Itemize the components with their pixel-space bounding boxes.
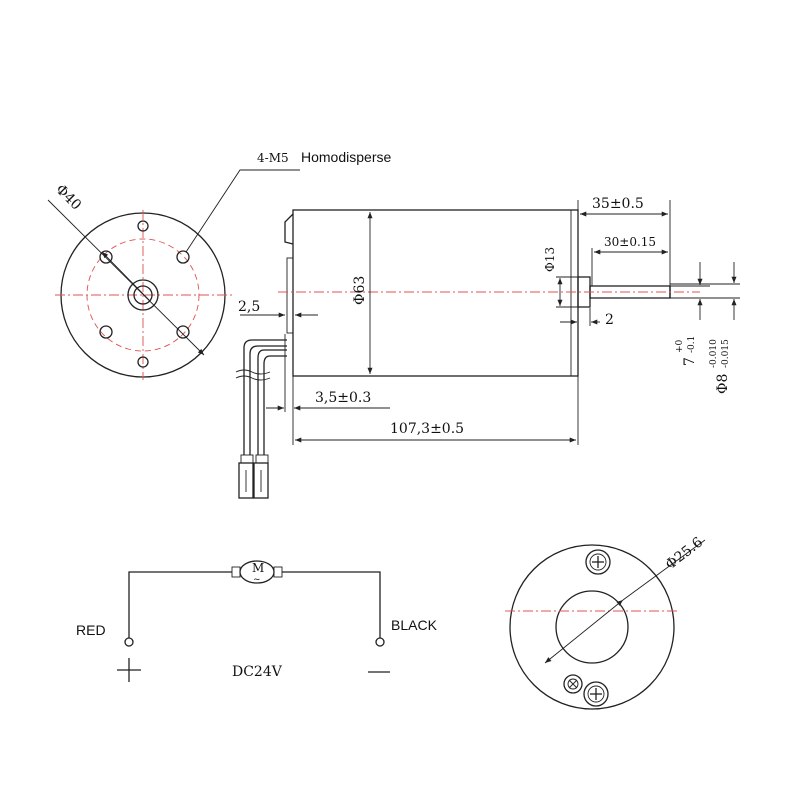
- dim-7-label: 7: [682, 357, 698, 366]
- front-view: Φ40 4-M5 Homodisperse: [47, 149, 391, 380]
- thread-note: Homodisperse: [301, 149, 391, 165]
- front-hole: [137, 356, 149, 368]
- dim-2-label: 2: [605, 312, 614, 328]
- screw: [585, 549, 611, 575]
- dim-8-tol-top: -0.010: [709, 339, 719, 368]
- thread-label: 4-M5: [257, 151, 289, 165]
- motor-symbol: [239, 560, 275, 584]
- dim-8-tol-bot: -0.015: [721, 339, 731, 368]
- wiring-diagram: M ~ RED BLACK DC24V: [76, 560, 438, 682]
- dim-7-tol-top: +0: [675, 339, 685, 353]
- lead-wire: [243, 339, 287, 455]
- rear-diameter-line: [544, 599, 624, 664]
- front-hole: [99, 250, 113, 264]
- rear-bearing-boss: [555, 590, 629, 664]
- motor-symbol-label: M: [252, 561, 264, 575]
- terminal-connector: [238, 462, 254, 499]
- dim-2-5-label: 2,5: [238, 299, 260, 315]
- side-view: 35±0.5 30±0.15 Φ13 Φ63 2,5 2 7 +0 -0.: [235, 196, 740, 499]
- black-label: BLACK: [391, 617, 438, 633]
- front-shaft: [133, 285, 153, 305]
- rear-outer-circle: [509, 544, 675, 710]
- front-hole: [176, 325, 190, 339]
- dim-30-label: 30±0.15: [604, 235, 656, 249]
- thread-leader: [185, 169, 300, 253]
- front-hole: [137, 220, 149, 232]
- front-shaft-boss: [127, 279, 159, 311]
- screw: [563, 674, 583, 694]
- dim-8-label: Φ8: [715, 374, 731, 394]
- front-hole: [176, 250, 190, 264]
- svg-text:~: ~: [253, 575, 261, 585]
- voltage-label: DC24V: [232, 664, 283, 680]
- dim-107-label: 107,3±0.5: [390, 421, 464, 437]
- rear-cap: [284, 213, 294, 245]
- dim-13-label: Φ13: [543, 247, 557, 272]
- front-diameter-line: [47, 199, 205, 356]
- dim-7-tol-bot: -0.1: [687, 336, 697, 353]
- negative-terminal: [375, 637, 385, 647]
- red-label: RED: [76, 622, 106, 638]
- dim-63-label: Φ63: [352, 276, 368, 305]
- rear-diameter-label: Φ25.6: [663, 534, 707, 573]
- rear-view: Φ25.6: [505, 534, 707, 710]
- terminal-connector: [253, 462, 269, 499]
- motor-body: [292, 209, 579, 377]
- dim-35-label: 35±0.5: [592, 196, 644, 212]
- positive-terminal: [124, 637, 134, 647]
- screw: [583, 681, 609, 707]
- dim-3-5-label: 3,5±0.3: [315, 390, 371, 406]
- front-hole: [99, 325, 113, 339]
